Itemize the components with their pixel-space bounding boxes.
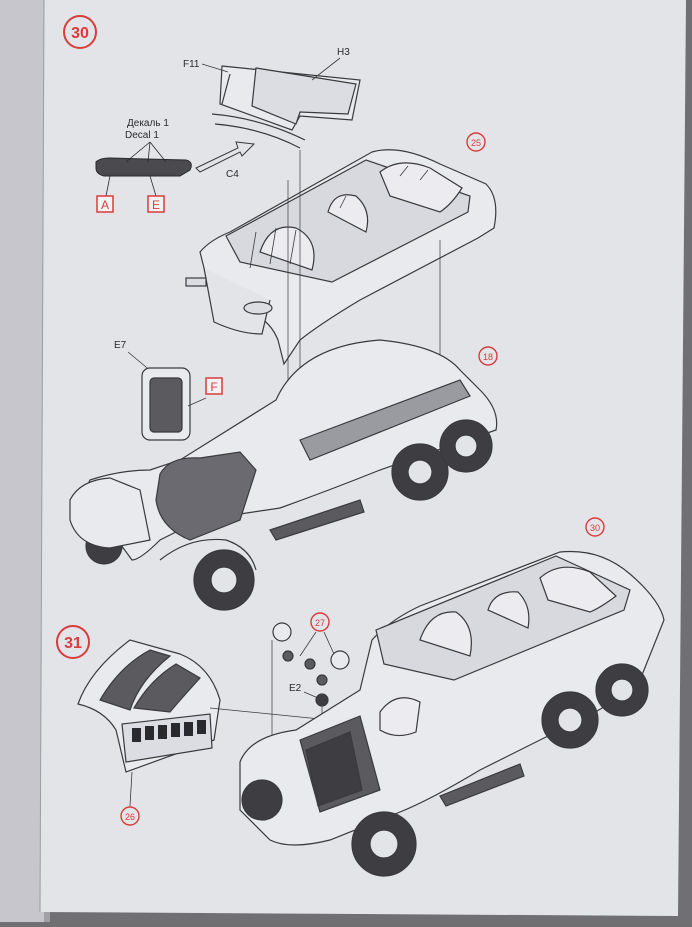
- svg-text:27: 27: [315, 618, 325, 628]
- page-left-edge: [39, 0, 45, 913]
- ref-30: 30: [585, 517, 605, 537]
- tag-a: A: [96, 195, 114, 213]
- tag-e: E: [147, 195, 165, 213]
- chassis-18: [69, 339, 498, 611]
- svg-text:A: A: [101, 198, 109, 212]
- label-c4: C4: [195, 141, 256, 180]
- finished-vehicle-30: [239, 550, 665, 877]
- label-f11: F11: [183, 59, 229, 73]
- svg-text:E: E: [152, 198, 160, 212]
- label-e2: E2: [289, 683, 319, 699]
- body-tub-upper: [185, 149, 497, 366]
- ref-27: 27: [299, 612, 335, 657]
- tag-f: F: [187, 377, 223, 407]
- step-31-marker: 31: [56, 625, 90, 659]
- label-h3: H3: [311, 47, 350, 81]
- ref-18: 18: [478, 346, 498, 366]
- svg-text:F: F: [210, 380, 217, 394]
- svg-text:E2: E2: [289, 683, 302, 694]
- h3-text: H3: [337, 47, 350, 58]
- radiator-grille-e7: [141, 367, 191, 441]
- step-number: 30: [71, 25, 89, 42]
- svg-text:E7: E7: [114, 340, 127, 351]
- f11-text: F11: [183, 59, 200, 70]
- svg-text:30: 30: [590, 523, 600, 533]
- ref-25: 25: [466, 132, 486, 152]
- svg-text:25: 25: [471, 138, 481, 148]
- svg-text:C4: C4: [226, 169, 239, 180]
- decal-callout: Декаль 1 Decal 1: [95, 118, 192, 197]
- svg-text:18: 18: [483, 352, 493, 362]
- engine-cover-26: [77, 639, 221, 773]
- step-30-marker: 30: [63, 15, 97, 49]
- step-number: 31: [64, 635, 82, 652]
- svg-text:26: 26: [125, 812, 135, 822]
- decal-ru-text: Декаль 1: [127, 118, 169, 129]
- decal-en-text: Decal 1: [125, 130, 159, 141]
- headlamps-27: [272, 622, 350, 707]
- windscreen-assembly: [211, 65, 361, 149]
- ref-26: 26: [120, 771, 140, 826]
